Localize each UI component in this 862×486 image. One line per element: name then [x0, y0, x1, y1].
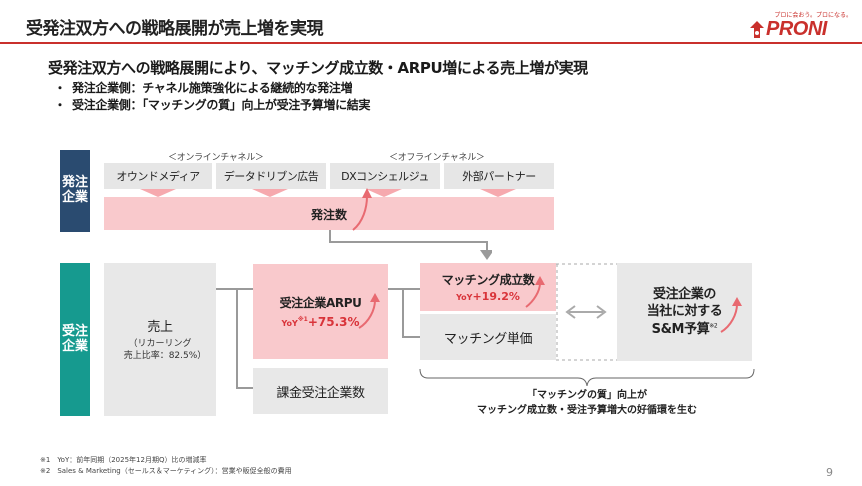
- match-price-box: マッチング単価: [420, 314, 556, 360]
- bullet-marker: ・: [54, 98, 66, 112]
- connector-line: [402, 336, 420, 338]
- sm-budget-note: ※2: [709, 322, 718, 330]
- proni-logo: プロに会おう。プロになる。 PRONI: [748, 8, 856, 42]
- connector-line: [236, 288, 238, 388]
- orders-bar: [104, 197, 554, 230]
- page-title: 受発注双方への戦略展開が売上増を実現: [26, 19, 324, 39]
- connector-line: [402, 288, 404, 337]
- connector-line: [236, 387, 254, 389]
- orders-flow-graphics: [329, 188, 492, 260]
- sm-budget-line: 受注企業の: [652, 286, 716, 302]
- ordering-side-label-line: 企業: [61, 190, 88, 205]
- paying-companies-box: 課金受注企業数: [253, 368, 388, 414]
- channel-data-driven-ads: データドリブン広告: [216, 163, 326, 189]
- bracket: [419, 368, 755, 387]
- page-number: 9: [826, 466, 833, 479]
- chevron-down-icon: [252, 189, 288, 197]
- footnote: ※2 Sales & Marketing（セールス＆マーケティング）：営業や販促…: [40, 467, 292, 475]
- ordering-side-label: 発注 企業: [60, 150, 90, 232]
- match-price-label: マッチング単価: [443, 331, 533, 347]
- sm-budget-term: S&M予算: [651, 321, 710, 337]
- chevron-down-icon: [366, 189, 402, 197]
- chevron-down-icon: [140, 189, 176, 197]
- paying-companies-label: 課金受注企業数: [276, 385, 365, 401]
- sales-box: 売上 （リカーリング 売上比率：82.5%）: [104, 263, 216, 416]
- summary-bullet: ・受注企業側：「マッチングの質」向上が受注予算増に結実: [54, 96, 371, 113]
- receiving-side-label-line: 受注: [61, 323, 88, 339]
- matches-yoy-prefix: YoY: [456, 293, 473, 302]
- growth-arrow-icon: [525, 276, 545, 308]
- growth-arrow-icon: [358, 293, 380, 329]
- title-divider: [0, 42, 862, 44]
- sales-sub-line: （リカーリング: [128, 339, 192, 350]
- receiving-side-label: 受注 企業: [60, 263, 90, 416]
- logo-tagline: プロに会おう。プロになる。: [774, 12, 852, 19]
- bullet-text: 受注企業側：「マッチングの質」向上が受注予算増に結実: [72, 98, 371, 112]
- orders-label: 発注数: [310, 208, 347, 222]
- sm-budget-box: 受注企業の 当社に対する S&M予算※2: [617, 263, 752, 361]
- quality-caption: 「マッチングの質」向上が マッチング成立数・受注予算増大の好循環を生む: [418, 389, 756, 418]
- channel-dx-concierge: DXコンシェルジュ: [330, 163, 440, 189]
- arpu-yoy-prefix: YoY: [281, 319, 298, 328]
- arpu-title: 受注企業ARPU: [279, 296, 362, 310]
- bullet-marker: ・: [54, 81, 66, 95]
- online-channel-group-label: ＜オンラインチャネル＞: [168, 153, 264, 163]
- arpu-box: 受注企業ARPU YoY※1+75.3%: [253, 264, 388, 359]
- bidirectional-arrow-icon: [565, 305, 607, 319]
- bullet-text: 発注企業側：チャネル施策強化による継続的な発注増: [72, 81, 353, 95]
- receiving-side-label-line: 企業: [61, 338, 88, 354]
- growth-arrow-icon: [362, 188, 372, 198]
- arpu-yoy: YoY※1+75.3%: [281, 315, 359, 329]
- caption-line: 「マッチングの質」向上が: [527, 390, 647, 401]
- arrow-down-icon: [480, 250, 492, 260]
- sm-budget-line: 当社に対する: [646, 304, 723, 320]
- sales-sub-line: 売上比率：82.5%）: [123, 351, 207, 361]
- chevron-down-icon: [480, 189, 516, 197]
- matches-yoy-value: +19.2%: [472, 290, 520, 303]
- footnote: ※1 YoY：前年同期（2025年12月期Q）比の増減率: [40, 456, 207, 464]
- matches-box: マッチング成立数 YoY+19.2%: [420, 263, 556, 311]
- caption-line: マッチング成立数・受注予算増大の好循環を生む: [477, 404, 697, 416]
- offline-channel-group-label: ＜オフラインチャネル＞: [389, 153, 485, 163]
- sm-budget-line: S&M予算※2: [652, 321, 718, 339]
- logo-wordmark: PRONI: [766, 18, 827, 40]
- growth-arrow-icon: [352, 195, 368, 231]
- connector-line: [388, 288, 420, 290]
- summary-bullet: ・発注企業側：チャネル施策強化による継続的な発注増: [54, 79, 353, 96]
- growth-arrow-icon: [720, 297, 742, 333]
- flow-connector-line: [329, 230, 488, 250]
- ordering-side-label-line: 発注: [61, 175, 88, 191]
- matches-yoy: YoY+19.2%: [456, 290, 520, 303]
- matches-title: マッチング成立数: [441, 273, 535, 287]
- logo-mark-icon: [750, 21, 764, 38]
- arpu-yoy-value: +75.3%: [307, 315, 360, 329]
- dashed-frame: [556, 263, 617, 361]
- sales-title: 売上: [147, 320, 173, 336]
- channel-chevrons: [140, 189, 516, 197]
- summary-headline: 受発注双方への戦略展開により、マッチング成立数・ARPU増による売上増が実現: [48, 59, 588, 77]
- channel-owned-media: オウンドメディア: [104, 163, 212, 189]
- connector-line: [216, 288, 253, 290]
- arpu-yoy-note: ※1: [297, 316, 308, 323]
- channel-external-partners: 外部パートナー: [444, 163, 554, 189]
